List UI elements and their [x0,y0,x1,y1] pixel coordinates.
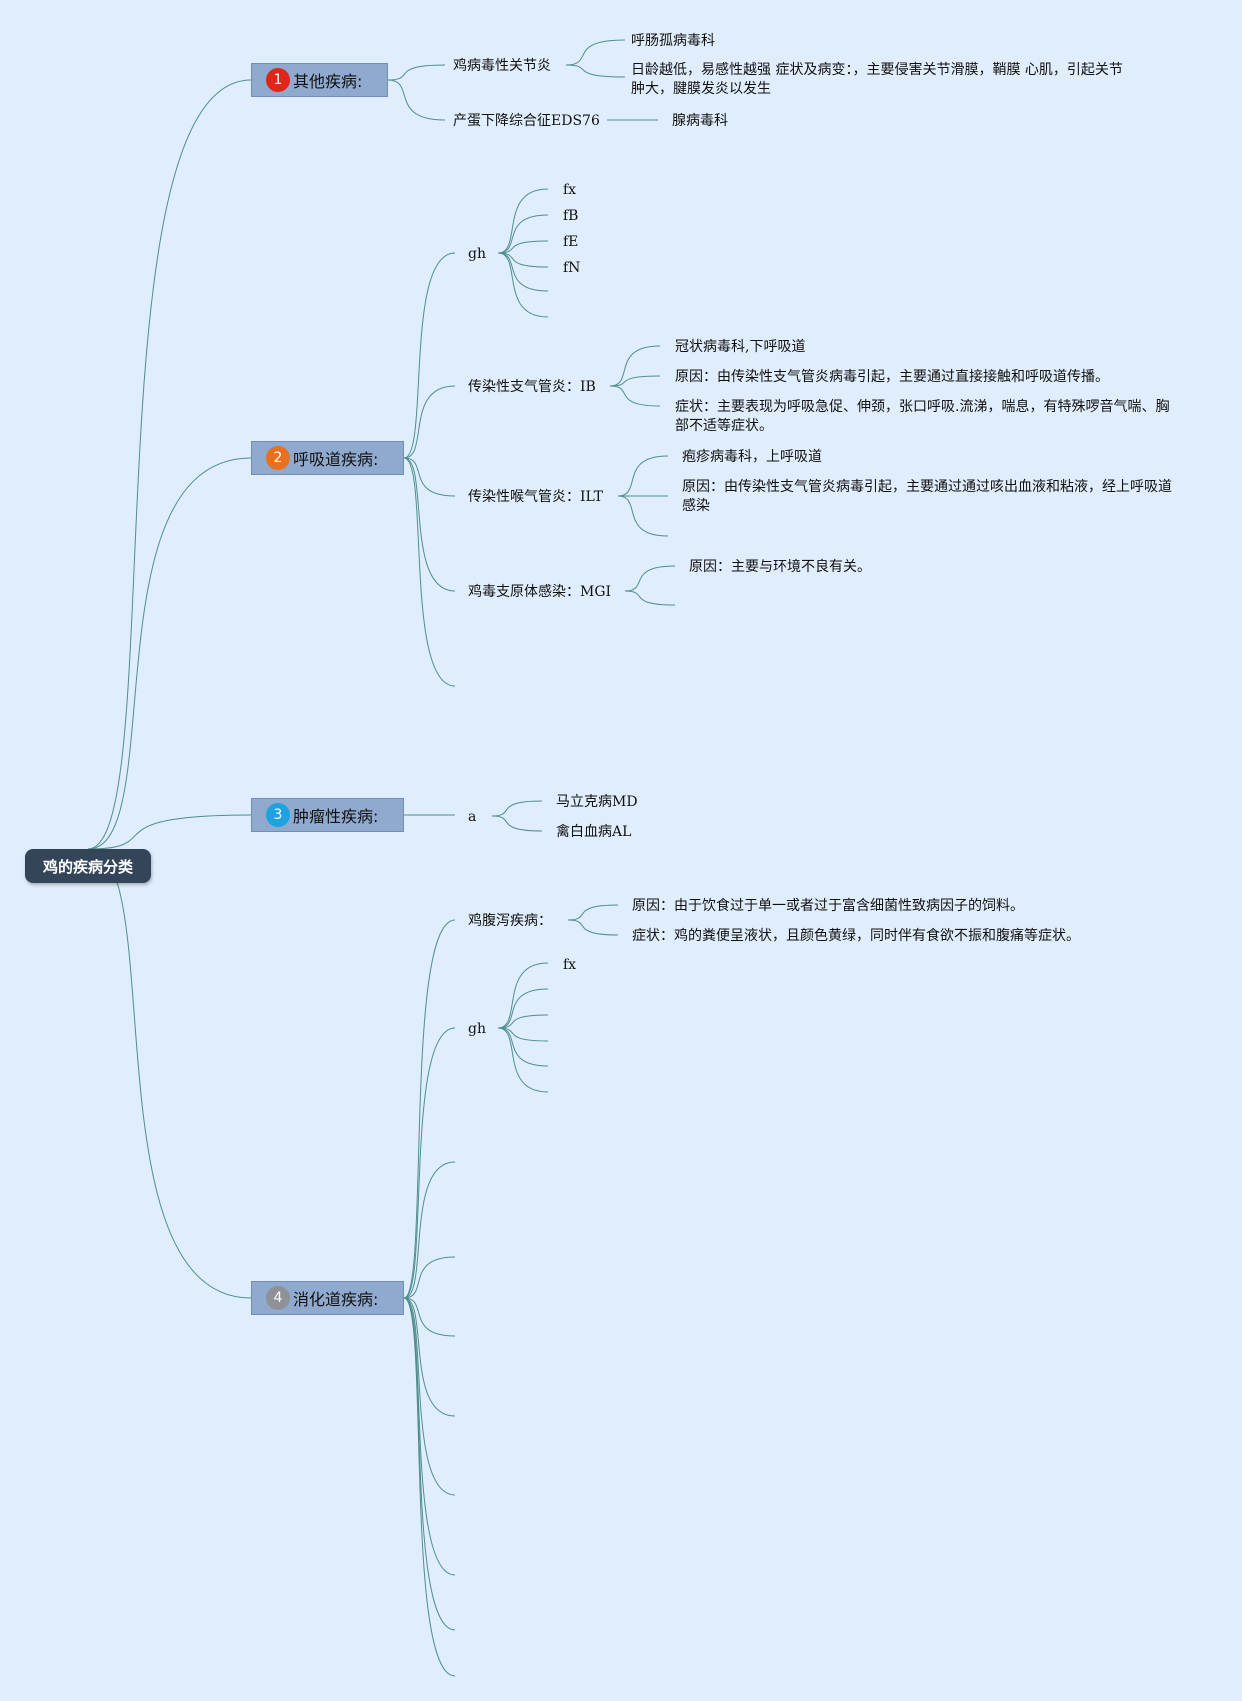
category-tumor-diseases[interactable]: 3 肿瘤性疾病: [251,798,404,832]
leaf-marek-disease[interactable]: 马立克病MD [556,794,638,810]
branch-connector [403,1297,456,1677]
leaf-diarrhea-cause[interactable]: 原因：由于饮食过于单一或者过于富含细菌性致病因子的饲料。 [632,898,1024,914]
leaf-diarrhea-symptoms[interactable]: 症状：鸡的粪便呈液状，且颜色黄绿，同时伴有食欲不振和腹痛等症状。 [632,928,1080,944]
leaf-arthritis-symptoms[interactable]: 日龄越低，易感性越强 症状及病变：，主要侵害关节滑膜，鞘膜 心肌，引起关节肿大，… [631,62,1123,97]
leaf-coronavirus[interactable]: 冠状病毒科,下呼吸道 [675,339,806,355]
root-connector [87,79,252,850]
leaf-connector [565,39,626,66]
branch-connector [403,385,456,459]
node-infectious-bronchitis[interactable]: 传染性支气管炎：IB [468,379,596,395]
leaf-connector [497,1027,549,1067]
branch-connector [403,1297,456,1496]
category-label: 消化道疾病: [293,1290,379,1309]
category-respiratory-diseases[interactable]: 2 呼吸道疾病: [251,441,404,475]
leaf-connector [497,188,549,254]
badge-4: 4 [266,1286,290,1310]
leaf-connector [617,455,669,497]
branch-connector [403,1297,456,1417]
branch-connector [403,457,456,687]
leaf-connector [567,904,619,921]
branch-connector [403,457,456,592]
leaf-connector [497,214,549,254]
category-label: 其他疾病: [293,72,363,91]
node-eds76[interactable]: 产蛋下降综合征EDS76 [453,113,600,129]
leaf-fn[interactable]: fN [563,260,581,276]
leaf-connector [609,375,661,387]
leaf-fx[interactable]: fx [563,957,577,973]
node-mycoplasma[interactable]: 鸡毒支原体感染：MGI [468,584,612,600]
leaf-connector [624,590,676,606]
branch-connector [403,252,456,459]
node-infectious-laryngotracheitis[interactable]: 传染性喉气管炎：ILT [468,489,604,505]
leaf-connector [497,988,549,1029]
leaf-connector [497,252,549,268]
category-label: 肿瘤性疾病: [293,807,379,826]
leaf-connector [497,252,549,318]
leaf-fx[interactable]: fx [563,182,577,198]
node-diarrhea[interactable]: 鸡腹泻疾病： [468,913,552,929]
root-connector [87,457,252,850]
leaf-fe[interactable]: fE [563,234,579,250]
branch-connector [403,1297,456,1576]
branch-connector [403,919,456,1299]
leaf-fb[interactable]: fB [563,208,579,224]
leaf-connector [497,1027,549,1042]
branch-connector [403,1297,456,1337]
node-a[interactable]: a [468,809,477,825]
node-gh[interactable]: gh [468,246,486,262]
root-connector [87,814,252,850]
category-label: 呼吸道疾病: [293,450,379,469]
leaf-adenovirus[interactable]: 腺病毒科 [672,113,728,129]
leaf-ib-symptoms[interactable]: 症状：主要表现为呼吸急促、伸颈，张口呼吸.流涕，喘息，有特殊啰音气喘、胸部不适等… [675,399,1170,434]
leaf-connector [624,565,676,592]
leaf-connector [491,800,543,817]
category-other-diseases[interactable]: 1 其他疾病: [251,63,388,97]
branch-connector [403,1256,456,1299]
leaf-connector [609,385,661,407]
root-connector [87,848,252,1299]
category-digestive-diseases[interactable]: 4 消化道疾病: [251,1281,404,1315]
node-viral-arthritis[interactable]: 鸡病毒性关节炎 [453,58,551,74]
leaf-avian-leukosis[interactable]: 禽白血病AL [556,824,632,840]
badge-1: 1 [266,68,290,92]
leaf-connector [565,64,626,78]
badge-2: 2 [266,446,290,470]
root-node[interactable]: 鸡的疾病分类 [25,849,151,883]
leaf-connector [567,919,619,936]
branch-connector [387,79,446,121]
leaf-connector [491,815,543,832]
node-gh[interactable]: gh [468,1021,486,1037]
branch-connector [403,457,456,497]
leaf-reovirus[interactable]: 呼肠孤病毒科 [631,33,715,49]
leaf-ilt-cause[interactable]: 原因：由传染性支气管炎病毒引起，主要通过通过咳出血液和粘液，经上呼吸道感染 [682,479,1172,514]
badge-3: 3 [266,803,290,827]
leaf-connector [497,1027,549,1093]
branch-connector [403,1161,456,1299]
leaf-mgi-cause[interactable]: 原因：主要与环境不良有关。 [689,559,871,575]
leaf-herpesvirus[interactable]: 疱疹病毒科，上呼吸道 [682,449,822,465]
leaf-connector [497,240,549,254]
branch-connector [403,1027,456,1299]
leaf-connector [497,1014,549,1029]
branch-connector [387,64,446,81]
leaf-connector [609,345,661,387]
leaf-connector [497,962,549,1029]
leaf-ib-cause[interactable]: 原因：由传染性支气管炎病毒引起，主要通过直接接触和呼吸道传播。 [675,369,1109,385]
leaf-connector [617,495,669,537]
leaf-connector [497,252,549,292]
